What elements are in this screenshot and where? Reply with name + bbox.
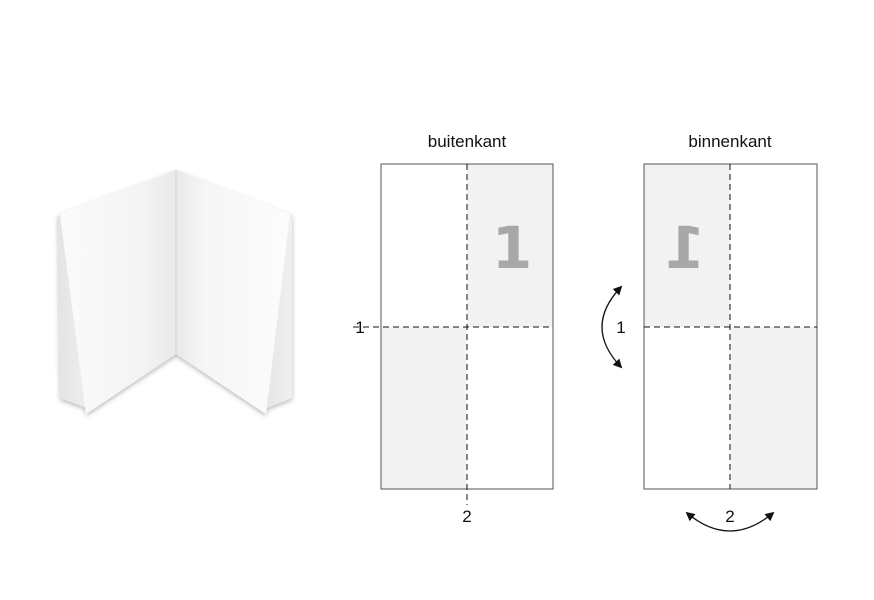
outside-page-number: 1 (492, 214, 532, 282)
inside-page-number-mirrored: 1 (665, 214, 705, 282)
inside-sheet: binnenkant 1 1 2 (601, 132, 818, 532)
inside-title: binnenkant (688, 132, 771, 151)
inside-panel-top-left (644, 164, 730, 327)
outside-sheet: buitenkant 1 1 2 (353, 132, 554, 526)
inside-fold-arrow-vertical (685, 511, 775, 532)
folded-booklet-illustration (58, 170, 292, 414)
inside-panel-bottom-right (730, 327, 817, 489)
booklet-leaf-left (60, 170, 176, 414)
inside-fold-label-vertical: 2 (725, 507, 734, 526)
outside-title: buitenkant (428, 132, 507, 151)
booklet-leaf-right (176, 170, 290, 414)
outside-panel-bottom-left (381, 327, 467, 489)
outside-fold-label-vertical: 2 (462, 507, 471, 526)
outside-fold-label-horizontal: 1 (355, 318, 364, 337)
outside-panel-top-right (467, 164, 553, 327)
inside-fold-label-horizontal: 1 (616, 318, 625, 337)
inside-fold-arrow-horizontal (601, 285, 623, 369)
